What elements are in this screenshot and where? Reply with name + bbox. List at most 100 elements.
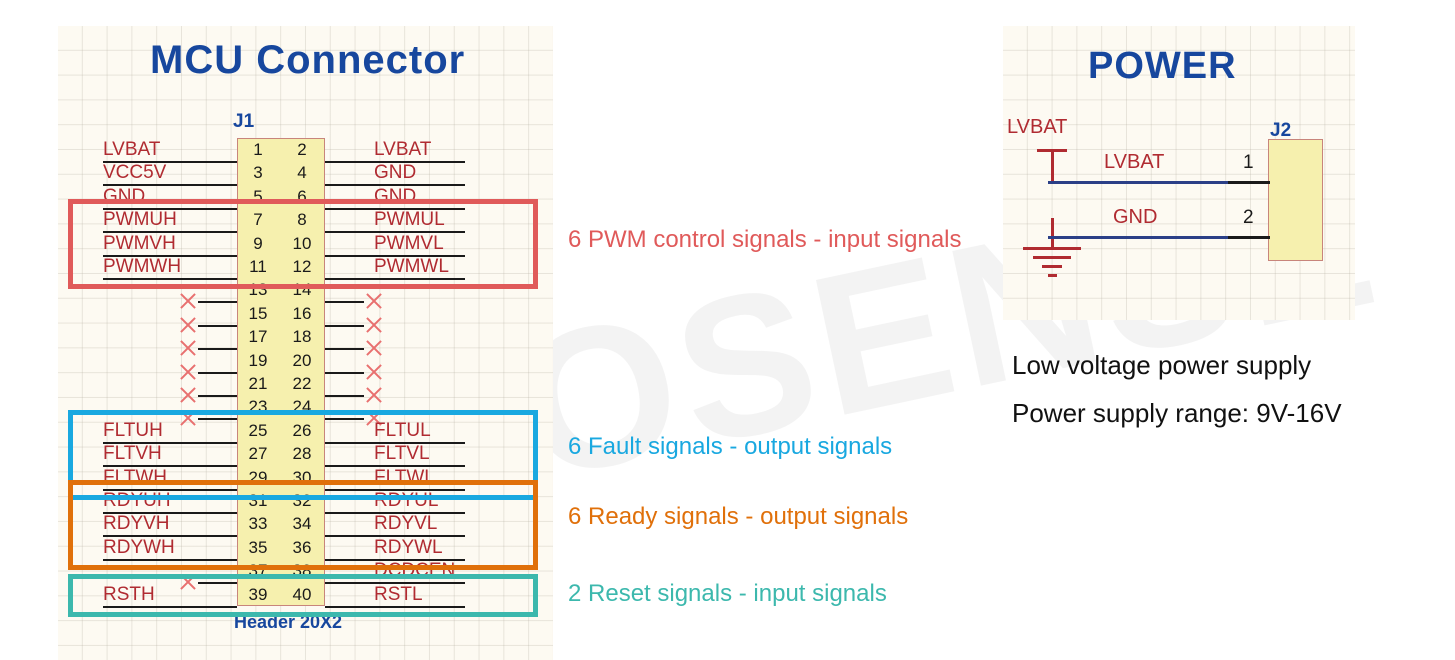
j1-wire-right [325,207,465,210]
gnd-pin-wire [1228,236,1270,239]
no-connect-x-icon [178,362,198,382]
power-section-title: POWER [1088,45,1237,87]
j1-wire-left [198,301,237,304]
j1-wire-right [325,535,465,538]
j1-wire-right [325,371,364,374]
j1-wire-right [325,488,465,491]
j1-wire-left [198,371,237,374]
gnd-net-wire [1048,236,1228,239]
j1-pin-number-even: 6 [297,186,307,206]
j1-pin-number-even: 20 [292,350,312,370]
j1-signal-label-left: RDYWH [103,536,175,558]
no-connect-x-icon [364,291,384,311]
j1-signal-label-right: FLTUL [374,419,431,441]
j1-wire-right [325,512,465,514]
j1-pin-number-even: 12 [292,257,312,276]
j1-wire-right [325,161,465,163]
j1-signal-label-right: RDYVL [374,513,438,535]
j1-wire-left [103,605,237,608]
no-connect-x-icon [364,315,384,335]
j1-signal-label-left: FLTUH [103,419,163,441]
j1-pin-number-even: 4 [297,163,307,183]
j1-signal-label-left: PWMVH [103,232,176,254]
j1-signal-label-right: PWMWL [374,256,449,277]
j1-wire-left [103,278,237,280]
j1-signal-label-right: RDYWL [374,536,443,558]
j2-pin-2-number: 2 [1243,207,1254,228]
signal-group-box-fault [68,409,538,500]
annotation-pwm: 6 PWM control signals - input signals [568,226,962,253]
j1-signal-label-right: PWMUL [374,209,445,231]
j1-pin-number-odd: 17 [248,327,268,347]
j1-wire-right [325,278,465,280]
j1-wire-left [198,348,237,351]
j1-signal-label-left: LVBAT [103,139,161,160]
j1-refdes-label: J1 [233,111,255,132]
j1-signal-label-right: RSTL [374,583,423,605]
j1-wire-left [103,465,237,468]
j1-pin-number-even: 16 [292,303,312,323]
no-connect-x-icon [178,385,198,405]
j1-pin-number-odd: 33 [248,514,268,534]
j1-pin-number-odd: 19 [248,350,268,370]
j1-wire-right [325,582,465,585]
j1-pin-number-even: 18 [292,327,312,347]
j1-wire-left [198,324,237,327]
j1-signal-label-right: LVBAT [374,139,432,160]
j1-pin-number-even: 22 [292,374,312,393]
j1-footer-label: Header 20X2 [234,612,343,632]
lvbat-port-label: LVBAT [1007,116,1068,138]
j1-pin-number-odd: 11 [249,257,267,276]
j1-wire-right [325,324,364,327]
j1-wire-left [103,488,237,491]
j1-signal-label-left: PWMUH [103,209,177,231]
j1-wire-left [103,512,237,514]
j1-pin-number-odd: 15 [248,303,268,323]
j1-wire-left [103,184,237,187]
j1-wire-left [103,558,237,561]
j1-pin-number-odd: 25 [248,420,268,440]
j1-pin-number-odd: 1 [253,140,263,159]
j1-signal-label-left: VCC5V [103,162,167,184]
j1-pin-number-even: 2 [297,140,307,159]
no-connect-x-icon [178,291,198,311]
j1-wire-right [325,301,364,304]
gnd-symbol-bar-3 [1042,265,1062,268]
j1-wire-left [103,254,237,257]
signal-group-box-ready [68,480,538,570]
j1-wire-left [198,418,237,421]
j1-signal-label-right: PWMVL [374,232,444,254]
j1-signal-label-left: FLTVH [103,443,162,465]
lvbat-net-label: LVBAT [1104,151,1165,173]
j2-connector-body [1268,139,1323,261]
j1-signal-label-right: GND [374,162,417,184]
j1-wire-left [103,535,237,538]
j1-wire-right [325,418,364,421]
j1-wire-right [325,441,465,444]
j1-wire-right [325,254,465,257]
j1-signal-label-left: RSTH [103,583,155,605]
no-connect-x-icon [364,362,384,382]
power-description-line-1: Low voltage power supply [1012,350,1312,380]
signal-group-box-reset [68,573,538,617]
j2-refdes-label: J2 [1270,120,1292,141]
j1-wire-left [103,161,237,163]
j1-wire-left [103,231,237,234]
gnd-symbol-bar-4 [1048,274,1057,277]
j1-pin-number-odd: 5 [253,186,263,206]
j1-connector-body [237,138,325,606]
j1-pin-number-odd: 9 [253,233,263,253]
no-connect-x-icon [178,315,198,335]
j1-pin-number-odd: 21 [248,374,268,393]
annotation-reset: 2 Reset signals - input signals [568,580,887,607]
signal-group-box-pwm [68,199,538,289]
j1-signal-label-right: FLTVL [374,443,430,465]
j1-pin-number-odd: 7 [253,210,263,230]
j1-signal-label-left: RDYVH [103,513,170,535]
no-connect-x-icon [178,338,198,358]
no-connect-x-icon [364,385,384,405]
j1-wire-left [198,395,237,397]
j1-wire-right [325,465,465,468]
j1-pin-number-odd: 35 [248,537,268,557]
lvbat-pin-wire [1228,181,1270,184]
